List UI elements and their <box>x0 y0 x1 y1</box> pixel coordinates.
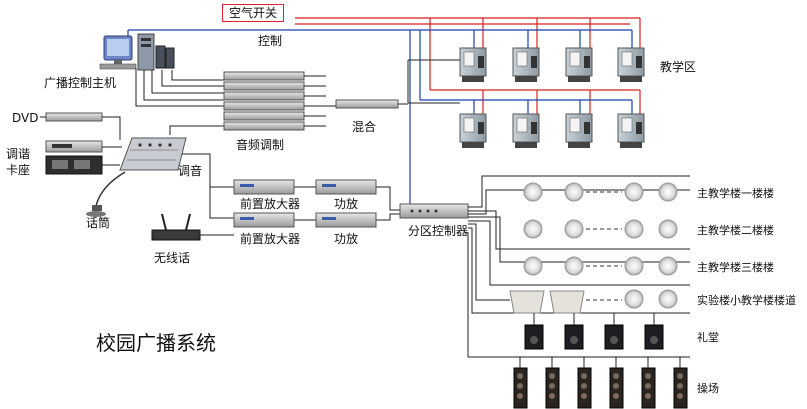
cassette-deck-icon <box>45 155 103 175</box>
amp-1-label: 功放 <box>334 197 359 211</box>
preamp-1-icon <box>233 179 295 195</box>
preamp-2-label: 前置放大器 <box>240 232 301 246</box>
audio-processor-rack <box>223 71 305 131</box>
amp-1-icon <box>315 179 377 195</box>
mix-unit-icon <box>335 99 408 109</box>
cabinet <box>512 113 540 148</box>
air-switch-label: 空气开关 <box>222 4 285 22</box>
teaching-area-cabinets <box>459 47 645 148</box>
dvd-player-icon <box>40 112 103 122</box>
amp-2-label: 功放 <box>334 232 359 246</box>
mic-label: 话筒 <box>86 216 111 230</box>
zone-5-label: 礼堂 <box>697 331 719 344</box>
teaching-area-wiring <box>127 17 641 205</box>
cabinet <box>617 113 645 148</box>
zone-2-label: 主教学楼二楼楼 <box>697 224 774 237</box>
host-output-wiring <box>135 68 224 107</box>
host-label: 广播控制主机 <box>44 76 117 90</box>
audio-processor-label: 音频调制 <box>236 138 285 152</box>
dvd-label: DVD <box>12 111 39 125</box>
cassette-label: 卡座 <box>6 163 31 177</box>
microphone-icon <box>86 171 126 217</box>
mix-label: 混合 <box>352 120 377 134</box>
cabinet <box>617 47 645 82</box>
zone-6-label: 操场 <box>697 382 719 395</box>
corridor-speakers <box>509 290 622 314</box>
zone-3-label: 主教学楼三楼楼 <box>697 261 774 274</box>
rack-output-wiring <box>304 75 336 127</box>
cabinet <box>459 47 487 82</box>
wireless-mic-label: 无线话 <box>154 251 191 265</box>
diagram-title: 校园广播系统 <box>96 331 216 355</box>
preamp-1-label: 前置放大器 <box>240 197 301 211</box>
amp-2-icon <box>315 212 377 228</box>
zone-controller-icon <box>399 203 469 219</box>
wireless-mic-receiver-icon <box>151 213 212 241</box>
teaching-area-label: 教学区 <box>660 60 697 74</box>
mixer-icon <box>119 137 187 171</box>
source-wiring <box>102 116 224 166</box>
host-computer-icon <box>99 33 175 71</box>
tuner-icon <box>45 140 103 153</box>
mixer-label: 调音 <box>178 164 203 178</box>
hall-speakers <box>524 313 664 350</box>
cabinet <box>459 113 487 148</box>
zone-wiring <box>429 175 690 358</box>
tuner-label: 调谐 <box>6 147 31 161</box>
cabinet <box>512 47 540 82</box>
ceiling-speakers <box>523 182 678 309</box>
zone-4-label: 实验楼小教学楼楼道 <box>697 294 796 307</box>
zone-controller-label: 分区控制器 <box>408 224 469 238</box>
preamp-2-icon <box>233 212 295 228</box>
zone-1-label: 主教学楼一楼楼 <box>697 187 774 200</box>
cabinet <box>565 113 593 148</box>
control-label: 控制 <box>258 34 283 48</box>
mixer-to-amps-wiring <box>182 153 400 236</box>
cabinet <box>565 47 593 82</box>
playground-speakers <box>513 357 688 409</box>
